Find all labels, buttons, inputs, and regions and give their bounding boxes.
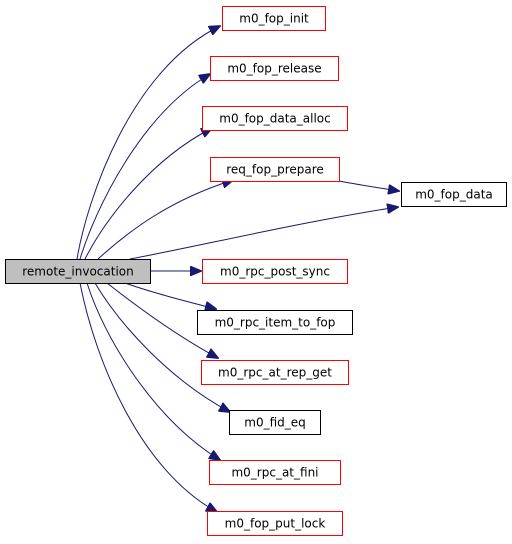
nodes-layer: remote_invocation m0_fop_init m0_fop_relea…	[5, 6, 507, 536]
edge-remote-invocation-to-m0-fid-eq	[94, 282, 230, 412]
node-box	[401, 182, 507, 207]
node-box	[229, 410, 321, 435]
edge-remote-invocation-to-req-fop-prepare	[97, 180, 233, 260]
node-label: m0_fop_data	[415, 188, 493, 202]
node-label: m0_fop_release	[227, 62, 321, 76]
node-box	[5, 259, 151, 284]
node-box	[210, 56, 339, 81]
node-box	[207, 511, 343, 536]
node-box	[197, 310, 353, 335]
node-label: m0_rpc_at_fini	[231, 466, 318, 480]
node-box	[202, 106, 348, 131]
edge-remote-invocation-to-m0-fop-data-alloc	[84, 128, 212, 260]
node-box	[201, 360, 349, 385]
node-m0-rpc-at-fini[interactable]: m0_rpc_at_fini	[209, 460, 341, 485]
node-label: m0_fop_data_alloc	[219, 112, 331, 126]
node-m0-rpc-at-rep-get[interactable]: m0_rpc_at_rep_get	[201, 360, 349, 385]
node-m0-fop-data[interactable]: m0_fop_data	[401, 182, 507, 207]
node-m0-fop-data-alloc[interactable]: m0_fop_data_alloc	[202, 106, 348, 131]
node-m0-fop-init[interactable]: m0_fop_init	[222, 6, 326, 31]
edge-remote-invocation-to-m0-rpc-at-rep-get	[106, 282, 218, 358]
edge-remote-invocation-to-m0-fop-release	[79, 74, 210, 260]
node-remote-invocation[interactable]: remote_invocation	[5, 259, 151, 284]
node-label: req_fop_prepare	[226, 163, 324, 177]
edge-remote-invocation-to-m0-fop-init	[76, 26, 220, 260]
node-m0-fop-put-lock[interactable]: m0_fop_put_lock	[207, 511, 343, 536]
node-label: m0_fop_put_lock	[225, 517, 326, 531]
edge-remote-invocation-to-m0-rpc-item-to-fop	[124, 282, 216, 309]
node-label: m0_rpc_post_sync	[220, 265, 330, 279]
node-m0-rpc-item-to-fop[interactable]: m0_rpc_item_to_fop	[197, 310, 353, 335]
node-m0-rpc-post-sync[interactable]: m0_rpc_post_sync	[202, 259, 348, 284]
edge-remote-invocation-to-m0-fop-put-lock	[79, 282, 217, 512]
edge-req-fop-prepare-to-m0-fop-data	[338, 180, 399, 191]
node-box	[222, 6, 326, 31]
node-m0-fid-eq[interactable]: m0_fid_eq	[229, 410, 321, 435]
node-label: m0_rpc_at_rep_get	[218, 366, 332, 380]
node-label: remote_invocation	[22, 265, 134, 279]
node-label: m0_fop_init	[239, 12, 309, 26]
node-m0-fop-release[interactable]: m0_fop_release	[210, 56, 339, 81]
node-req-fop-prepare[interactable]: req_fop_prepare	[210, 157, 340, 182]
node-label: m0_rpc_item_to_fop	[215, 316, 336, 330]
edges-layer	[76, 26, 399, 512]
node-label: m0_fid_eq	[244, 416, 306, 430]
edge-remote-invocation-to-m0-fop-data	[129, 207, 398, 260]
node-box	[209, 460, 341, 485]
node-box	[202, 259, 348, 284]
edge-remote-invocation-to-m0-rpc-at-fini	[86, 282, 220, 460]
node-box	[210, 157, 340, 182]
